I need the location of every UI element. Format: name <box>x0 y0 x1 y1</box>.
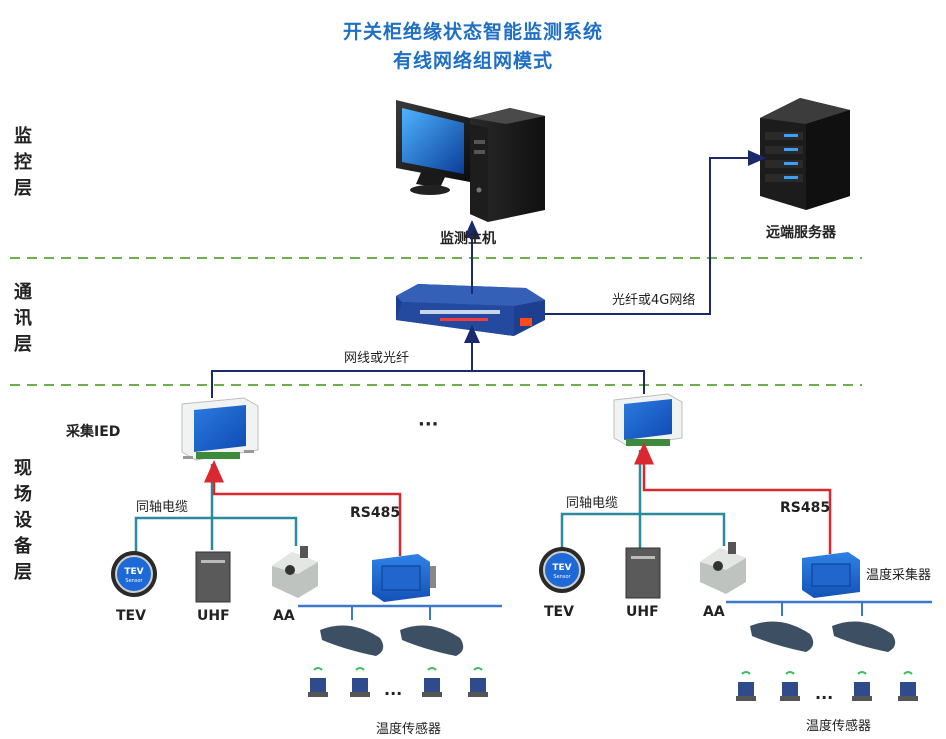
monitoring-host-icon <box>396 100 545 222</box>
uhf-left-label: UHF <box>197 608 230 624</box>
rs485-right-label: RS485 <box>780 500 831 516</box>
temp-sensors-left-ellipsis: ··· <box>384 684 403 703</box>
temp-sensors-left-label: 温度传感器 <box>376 722 442 737</box>
tev-badge-sub-right: Sensor <box>553 574 571 580</box>
tev-sensor-left-icon <box>111 551 157 597</box>
temperature-collector-right-icon <box>802 552 860 598</box>
fiber-4g-label: 光纤或4G网络 <box>612 293 696 308</box>
temp-sensors-right-ellipsis: ··· <box>815 688 834 707</box>
uhf-right-label: UHF <box>626 604 659 620</box>
temp-sensors-right-label: 温度传感器 <box>806 719 872 734</box>
diagram-subtitle: 有线网络组网模式 <box>392 50 553 72</box>
busbar-sensor-left-2-icon <box>400 625 464 656</box>
rs485-left-label: RS485 <box>350 505 401 521</box>
temperature-collector-left-icon <box>372 554 436 602</box>
tev-left-label: TEV <box>116 608 146 624</box>
diagram-title: 开关柜绝缘状态智能监测系统 <box>342 21 603 43</box>
temperature-collector-label: 温度采集器 <box>866 568 932 583</box>
busbar-sensor-right-2-icon <box>832 621 896 652</box>
tev-badge-left: TEV <box>124 567 143 577</box>
uhf-sensor-right-icon <box>625 547 661 599</box>
coax-cable-left-label: 同轴电缆 <box>136 500 189 515</box>
busbar-sensor-right-1-icon <box>750 621 814 652</box>
monitoring-host-label: 监测主机 <box>440 231 496 247</box>
collection-ied-left-icon <box>181 397 259 461</box>
collection-ied-label: 采集IED <box>66 424 121 440</box>
aa-left-label: AA <box>273 608 295 624</box>
remote-server-label: 远端服务器 <box>766 225 836 241</box>
wireless-temp-sensors-left-icon <box>308 667 488 697</box>
tev-badge-sub-left: Sensor <box>125 578 143 584</box>
busbar-sensor-left-1-icon <box>320 625 384 656</box>
tev-sensor-right-icon <box>539 547 585 593</box>
layer-monitor-label: 监控层 <box>14 126 32 199</box>
aa-right-label: AA <box>703 604 725 620</box>
ied-ellipsis: ··· <box>418 414 439 435</box>
layer-comm-label: 通讯层 <box>14 282 32 355</box>
wireless-temp-sensors-right-icon <box>736 671 918 701</box>
remote-server-icon <box>760 98 850 210</box>
uhf-sensor-left-icon <box>195 551 231 603</box>
tev-right-label: TEV <box>544 604 574 620</box>
net-or-fiber-label: 网线或光纤 <box>344 351 410 366</box>
aa-sensor-right-icon <box>700 542 746 594</box>
collection-ied-right-icon <box>613 393 683 447</box>
aa-sensor-left-icon <box>272 546 318 598</box>
coax-cable-right-label: 同轴电缆 <box>566 496 619 511</box>
tev-badge-right: TEV <box>552 563 571 573</box>
network-switch-icon <box>396 284 545 336</box>
layer-field-label: 现场设备层 <box>14 458 32 583</box>
